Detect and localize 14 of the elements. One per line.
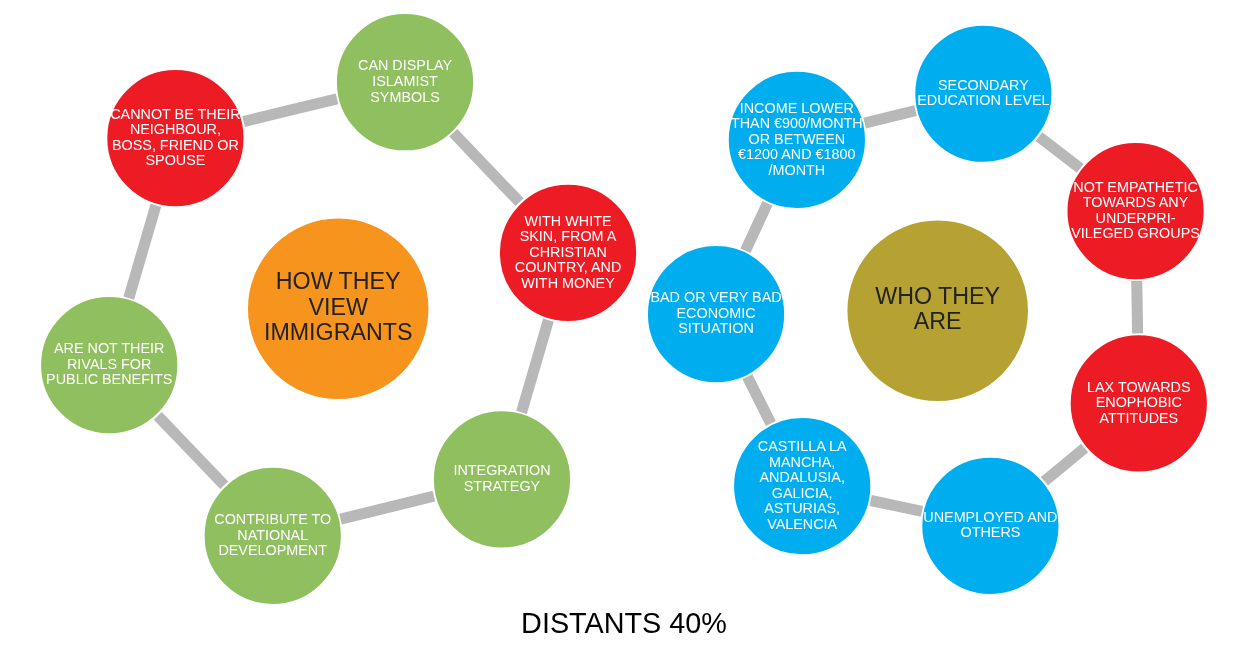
connector (742, 374, 776, 427)
connector (1040, 443, 1089, 486)
caption: DISTANTS 40% (521, 607, 727, 640)
connector (516, 318, 554, 414)
connector (863, 105, 917, 129)
connector (242, 93, 339, 127)
connector (449, 128, 524, 206)
connector (1131, 280, 1144, 334)
connector (869, 495, 924, 517)
connector (153, 412, 229, 490)
connector (740, 200, 773, 254)
connector (1035, 132, 1084, 173)
connector (339, 490, 436, 525)
connector (123, 203, 162, 300)
